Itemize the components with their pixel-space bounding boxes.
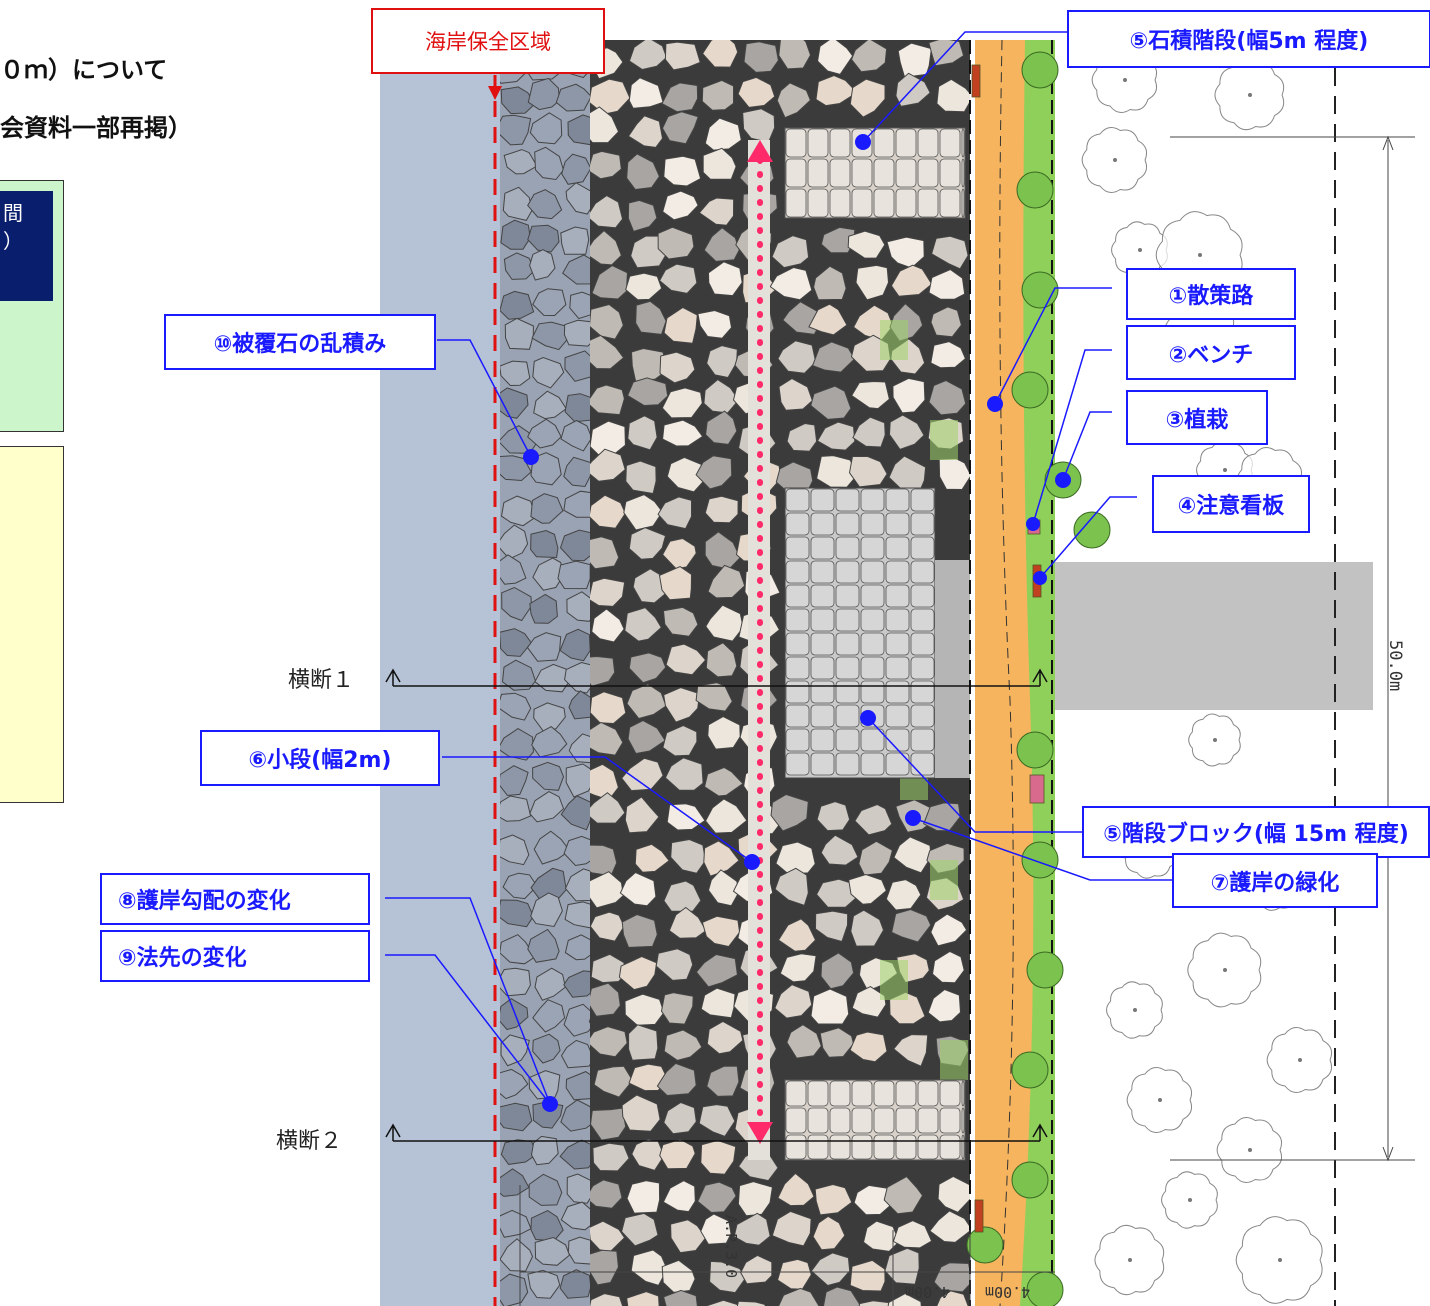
step-block-area bbox=[784, 487, 936, 779]
label-planting: ③植栽 bbox=[1126, 390, 1268, 445]
step-block-landing bbox=[935, 560, 970, 778]
leader-line-5b bbox=[867, 717, 1082, 833]
coastal-zone-label: 海岸保全区域 bbox=[371, 8, 605, 74]
marker-dot-6 bbox=[744, 854, 760, 870]
marker-dot-5a bbox=[855, 134, 871, 150]
section-label-2: 横断２ bbox=[276, 1129, 343, 1154]
label-slope-change: ⑧護岸勾配の変化 bbox=[100, 873, 370, 925]
marker-dot-7 bbox=[905, 810, 921, 826]
label-toe-change: ⑨法先の変化 bbox=[100, 930, 370, 982]
leader-line-5a bbox=[862, 31, 1067, 143]
leader-line-1 bbox=[994, 287, 1112, 405]
leader-line-6 bbox=[442, 756, 753, 863]
leader-line-8 bbox=[385, 897, 551, 1105]
dimension-width-2: 4.00m bbox=[985, 1283, 1031, 1301]
marker-dot-3 bbox=[1055, 472, 1071, 488]
left-panel-header-line2: ） bbox=[3, 229, 23, 253]
left-panel-yellow bbox=[0, 446, 64, 803]
label-revetment-greening: ⑦護岸の緑化 bbox=[1172, 853, 1378, 908]
label-bench: ②ベンチ bbox=[1126, 325, 1296, 380]
label-stone-steps: ⑤石積階段(幅5m 程度) bbox=[1067, 10, 1430, 68]
left-panel-green: 間 ） bbox=[0, 180, 64, 432]
leader-line-4 bbox=[1039, 496, 1137, 579]
label-caution-sign: ④注意看板 bbox=[1152, 475, 1310, 533]
planting-shrubs bbox=[966, 51, 1111, 1306]
left-panel-header-line1: 間 bbox=[3, 201, 23, 225]
leader-line-9 bbox=[385, 954, 551, 1105]
leader-line-10 bbox=[437, 339, 532, 458]
marker-dot-5b bbox=[860, 710, 876, 726]
section-label-1: 横断１ bbox=[288, 668, 355, 693]
label-walking-path: ①散策路 bbox=[1126, 268, 1296, 320]
marker-dot-8-9 bbox=[542, 1096, 558, 1112]
header-line-1: ０ｍ）について bbox=[0, 56, 168, 84]
dimension-width-1: 4.00m bbox=[905, 1283, 951, 1301]
label-berm: ⑥小段(幅2m) bbox=[200, 730, 440, 786]
marker-dot-10 bbox=[523, 449, 539, 465]
left-panel-header: 間 ） bbox=[0, 191, 53, 301]
road bbox=[1055, 562, 1373, 710]
marker-dot-2 bbox=[1026, 517, 1040, 531]
label-step-block: ⑤階段ブロック(幅 15m 程度) bbox=[1082, 806, 1430, 858]
label-rubble-stones: ⑩被覆石の乱積み bbox=[164, 314, 436, 370]
dimension-length-label: 50.0m bbox=[1385, 640, 1405, 692]
leader-line-3 bbox=[1062, 411, 1112, 481]
leader-line-2 bbox=[1032, 349, 1112, 525]
marker-dot-1 bbox=[987, 396, 1003, 412]
dimension-ap-label: A.P.3.0 bbox=[722, 1215, 740, 1279]
leader-line-7 bbox=[912, 817, 1172, 881]
header-line-2: 会資料一部再掲） bbox=[0, 114, 192, 142]
marker-dot-4 bbox=[1033, 571, 1047, 585]
path-centerline bbox=[999, 39, 1014, 1306]
